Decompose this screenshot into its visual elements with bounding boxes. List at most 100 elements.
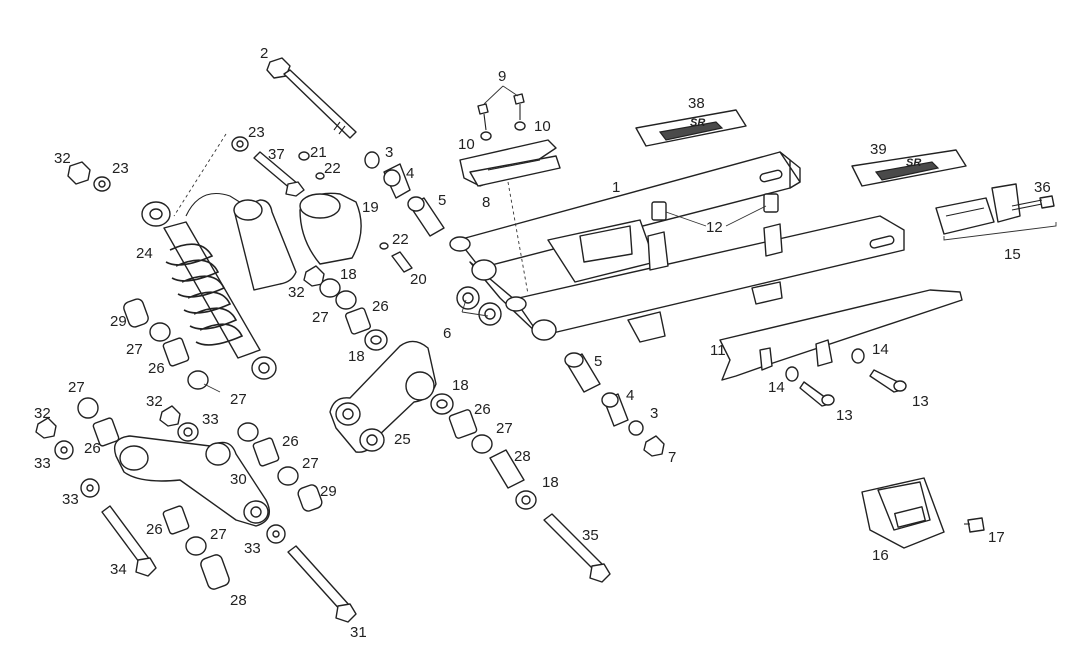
callout-36: 36 — [1034, 179, 1051, 196]
bushing-stack-left — [35, 397, 120, 498]
part-32-33-rocker-hardware — [159, 405, 199, 442]
callout-37: 37 — [268, 146, 285, 163]
part-16-chain-slider — [861, 477, 945, 549]
callout-30: 30 — [230, 471, 247, 488]
callout-26d: 26 — [84, 440, 101, 457]
decal-39-text: SR — [906, 157, 921, 169]
callout-28b: 28 — [230, 592, 247, 609]
bushing-stack-center — [237, 422, 323, 512]
part-10-washers — [480, 121, 526, 141]
callout-26c: 26 — [148, 360, 165, 377]
callout-1: 1 — [612, 179, 620, 196]
callout-12: 12 — [706, 219, 723, 236]
callout-25: 25 — [394, 431, 411, 448]
part-1-swingarm — [449, 151, 905, 343]
callout-27c: 27 — [126, 341, 143, 358]
callout-27b: 27 — [496, 420, 513, 437]
callout-33b: 33 — [34, 455, 51, 472]
callout-26a: 26 — [372, 298, 389, 315]
callout-labels: 1 2 3 3 4 4 5 5 6 7 8 9 10 10 11 12 13 1… — [34, 45, 1051, 641]
callout-19: 19 — [362, 199, 379, 216]
callout-14a: 14 — [768, 379, 785, 396]
leader-lines — [203, 85, 767, 393]
callout-11: 11 — [710, 342, 726, 359]
callout-26f: 26 — [146, 521, 163, 538]
part-2-long-bolt — [266, 57, 357, 139]
callout-13a: 13 — [836, 407, 853, 424]
callout-39: 39 — [870, 141, 887, 158]
part-24-shock-absorber — [141, 192, 297, 380]
part-24-dashed-leader — [173, 133, 227, 217]
callout-10a: 10 — [458, 136, 475, 153]
callout-16: 16 — [872, 547, 889, 564]
callout-3b: 3 — [650, 405, 658, 422]
callout-23b: 23 — [112, 160, 129, 177]
bearing-stack-mid — [303, 265, 388, 351]
callout-38: 38 — [688, 95, 705, 112]
callout-18a: 18 — [340, 266, 357, 283]
callout-13b: 13 — [912, 393, 929, 410]
part-35-bolt — [543, 513, 611, 583]
callout-18d: 18 — [542, 474, 559, 491]
callout-6: 6 — [443, 325, 451, 342]
callout-27d: 27 — [68, 379, 85, 396]
bearing-stack-right — [430, 393, 537, 510]
callout-2: 2 — [260, 45, 268, 62]
part-11-chain-guard — [719, 289, 963, 381]
part-15-bracket — [943, 222, 1057, 241]
part-17-screw — [964, 517, 985, 533]
callout-5b: 5 — [594, 353, 602, 370]
callout-34: 34 — [110, 561, 127, 578]
part-8-chain-guide — [459, 139, 561, 187]
callout-27a: 27 — [312, 309, 329, 326]
callout-31: 31 — [350, 624, 367, 641]
callout-24: 24 — [136, 245, 153, 262]
callout-7: 7 — [668, 449, 676, 466]
part-34-bolt — [101, 505, 157, 577]
callout-18c: 18 — [452, 377, 469, 394]
part-38-decal: SR — [635, 109, 747, 147]
callout-26b: 26 — [474, 401, 491, 418]
callout-15: 15 — [1004, 246, 1021, 263]
callout-21: 21 — [310, 144, 327, 161]
callout-23a: 23 — [248, 124, 265, 141]
callout-32a: 32 — [54, 150, 71, 167]
part-30-rocker — [113, 435, 270, 527]
callout-27f: 27 — [302, 455, 319, 472]
callout-27e: 27 — [230, 391, 247, 408]
callout-33d: 33 — [244, 540, 261, 557]
part-20-screw — [391, 251, 413, 273]
part-14-washers — [785, 348, 865, 382]
callout-18b: 18 — [348, 348, 365, 365]
callout-14b: 14 — [872, 341, 889, 358]
callout-5a: 5 — [438, 192, 446, 209]
callout-8: 8 — [482, 194, 490, 211]
callout-33c: 33 — [62, 491, 79, 508]
callout-17: 17 — [988, 529, 1005, 546]
part-31-bolt — [287, 545, 357, 623]
bushing-stack-bottom — [162, 505, 286, 590]
part-19-cover — [299, 192, 362, 265]
callout-32c: 32 — [146, 393, 163, 410]
part-12-clips — [651, 193, 779, 221]
parts-3-4-5-7-lower — [564, 352, 665, 457]
callout-29a: 29 — [110, 313, 127, 330]
parts-3-4-5-upper — [364, 151, 445, 237]
callout-9: 9 — [498, 68, 506, 85]
part-21-nut — [298, 151, 310, 161]
callout-22a: 22 — [324, 160, 341, 177]
callout-22b: 22 — [392, 231, 409, 248]
callout-27g: 27 — [210, 526, 227, 543]
part-13-screws — [799, 369, 907, 407]
callout-26e: 26 — [282, 433, 299, 450]
part-23-washers — [93, 136, 249, 192]
callout-10b: 10 — [534, 118, 551, 135]
callout-4a: 4 — [406, 165, 414, 182]
part-32-nut-upper — [67, 161, 91, 185]
part-22-washers — [315, 172, 389, 250]
callout-29b: 29 — [320, 483, 337, 500]
callout-4b: 4 — [626, 387, 634, 404]
part-9-screws — [477, 93, 525, 131]
bushing-stack-left-upper — [123, 298, 209, 390]
callout-35: 35 — [582, 527, 599, 544]
